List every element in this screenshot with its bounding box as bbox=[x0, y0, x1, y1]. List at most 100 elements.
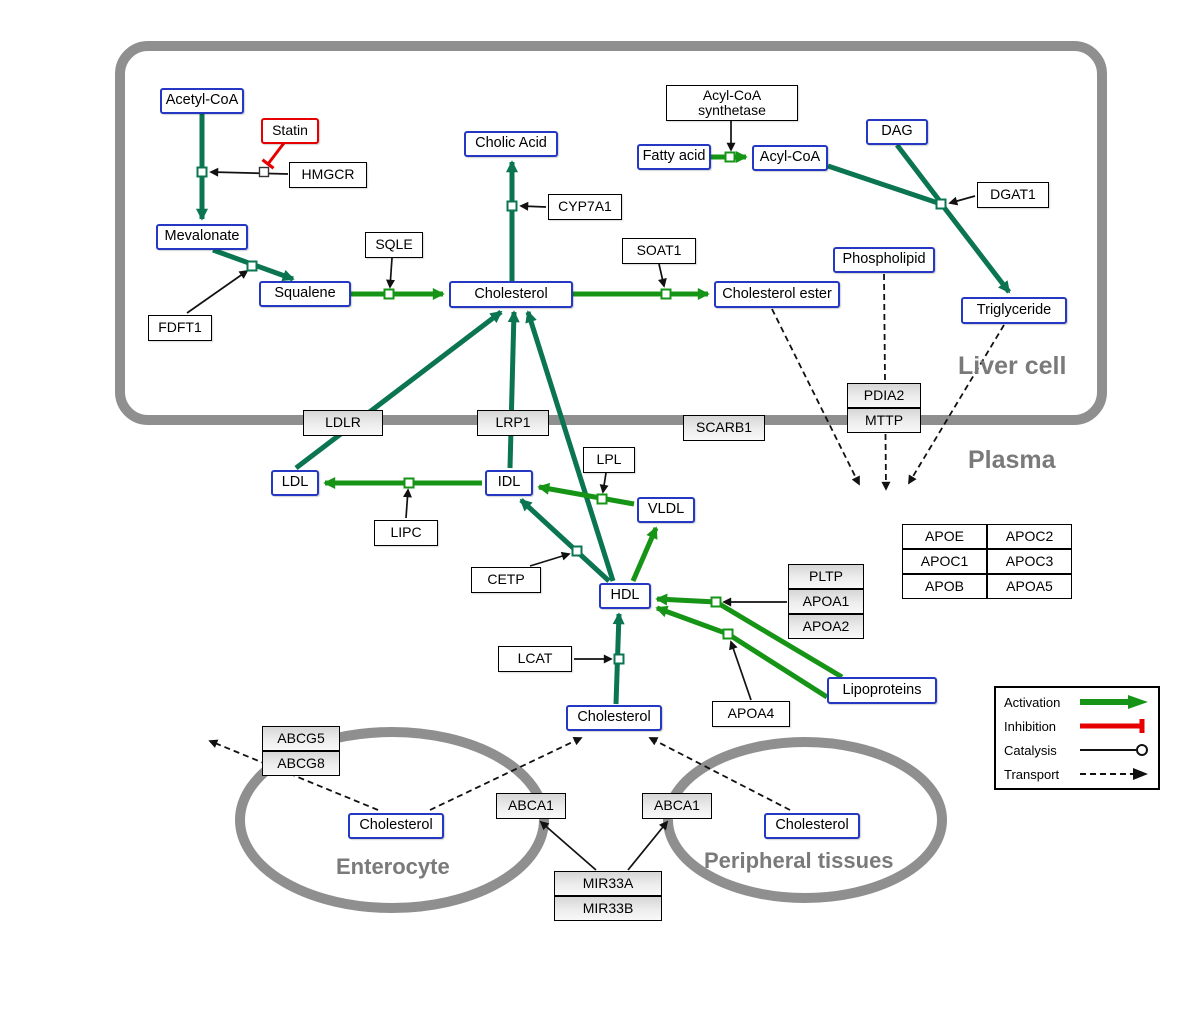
node-dgat1[interactable]: DGAT1 bbox=[977, 182, 1049, 208]
node-cholesterol-peripheral[interactable]: Cholesterol bbox=[764, 813, 860, 839]
node-scarb1[interactable]: SCARB1 bbox=[683, 415, 765, 441]
node-sqle[interactable]: SQLE bbox=[365, 232, 423, 258]
reaction-node bbox=[722, 628, 734, 640]
node-apoa1[interactable]: APOA1 bbox=[788, 589, 864, 614]
node-abca1-right[interactable]: ABCA1 bbox=[642, 793, 712, 819]
transport-edge bbox=[908, 324, 1005, 485]
catalysis-edge bbox=[948, 195, 976, 206]
node-apoa4[interactable]: APOA4 bbox=[712, 701, 790, 727]
node-squalene[interactable]: Squalene bbox=[259, 281, 351, 307]
activation-arrow-icon bbox=[1080, 695, 1148, 709]
node-hdl[interactable]: HDL bbox=[599, 583, 651, 609]
reaction-node bbox=[246, 260, 258, 272]
node-cholesterol-plasma[interactable]: Cholesterol bbox=[566, 705, 662, 731]
node-lipoproteins[interactable]: Lipoproteins bbox=[827, 677, 937, 704]
node-idl[interactable]: IDL bbox=[485, 470, 533, 496]
catalysis-edge bbox=[386, 257, 395, 289]
reaction-node bbox=[196, 166, 208, 178]
node-lrp1[interactable]: LRP1 bbox=[477, 410, 549, 436]
legend-row-catalysis: Catalysis bbox=[1004, 738, 1150, 762]
catalysis-edge bbox=[658, 263, 667, 288]
reaction-node bbox=[403, 477, 415, 489]
activation-edge bbox=[294, 310, 503, 470]
node-cholesterol-ester[interactable]: Cholesterol ester bbox=[714, 281, 840, 308]
legend-activation-label: Activation bbox=[1004, 694, 1061, 710]
activation-edge bbox=[519, 498, 611, 583]
node-ldlr[interactable]: LDLR bbox=[303, 410, 383, 436]
node-lpl[interactable]: LPL bbox=[583, 447, 635, 473]
catalysis-edge bbox=[539, 820, 597, 871]
reaction-node bbox=[660, 288, 672, 300]
node-mir33b[interactable]: MIR33B bbox=[554, 896, 662, 921]
node-cholesterol-enterocyte[interactable]: Cholesterol bbox=[348, 813, 444, 839]
legend-transport-label: Transport bbox=[1004, 766, 1060, 782]
legend-row-activation: Activation bbox=[1004, 690, 1150, 714]
catalysis-edge bbox=[519, 201, 547, 211]
node-hmgcr[interactable]: HMGCR bbox=[289, 162, 367, 188]
node-apoa5[interactable]: APOA5 bbox=[987, 574, 1072, 599]
node-apoa2[interactable]: APOA2 bbox=[788, 614, 864, 639]
node-soat1[interactable]: SOAT1 bbox=[622, 238, 696, 264]
node-phospholipid[interactable]: Phospholipid bbox=[833, 247, 935, 273]
node-cyp7a1[interactable]: CYP7A1 bbox=[548, 194, 622, 220]
node-ldl[interactable]: LDL bbox=[271, 470, 319, 496]
catalysis-edge bbox=[599, 472, 609, 494]
catalysis-edge bbox=[186, 269, 249, 314]
node-abcg5[interactable]: ABCG5 bbox=[262, 726, 340, 751]
node-abcg8[interactable]: ABCG8 bbox=[262, 751, 340, 776]
catalysis-edge bbox=[627, 820, 669, 871]
node-apoe[interactable]: APOE bbox=[902, 524, 987, 549]
catalysis-edge bbox=[529, 551, 571, 567]
reaction-node bbox=[383, 288, 395, 300]
node-apoc2[interactable]: APOC2 bbox=[987, 524, 1072, 549]
node-mttp[interactable]: MTTP bbox=[847, 408, 921, 433]
node-lcat[interactable]: LCAT bbox=[498, 646, 572, 672]
node-mevalonate[interactable]: Mevalonate bbox=[156, 224, 248, 250]
reaction-anchors bbox=[196, 151, 947, 665]
node-acyl-coa[interactable]: Acyl-CoA bbox=[752, 145, 828, 171]
inhibition-edge bbox=[261, 142, 286, 170]
legend-catalysis-label: Catalysis bbox=[1004, 742, 1057, 758]
node-fdft1[interactable]: FDFT1 bbox=[148, 315, 212, 341]
liver-cell-label: Liver cell bbox=[958, 352, 1067, 380]
node-vldl[interactable]: VLDL bbox=[637, 497, 695, 523]
activation-edge bbox=[507, 310, 520, 469]
enterocyte-membrane bbox=[235, 727, 549, 913]
node-apob[interactable]: APOB bbox=[902, 574, 987, 599]
legend-row-transport: Transport bbox=[1004, 762, 1150, 786]
node-acetyl-coa[interactable]: Acetyl-CoA bbox=[160, 88, 244, 114]
node-pdia2[interactable]: PDIA2 bbox=[847, 383, 921, 408]
transport-edge bbox=[648, 737, 791, 811]
node-cetp[interactable]: CETP bbox=[471, 567, 541, 593]
activation-edge bbox=[941, 204, 1011, 294]
plasma-label: Plasma bbox=[968, 446, 1056, 474]
node-abca1-left[interactable]: ABCA1 bbox=[496, 793, 566, 819]
reaction-node bbox=[935, 198, 947, 210]
reaction-node bbox=[710, 596, 722, 608]
node-apoc1[interactable]: APOC1 bbox=[902, 549, 987, 574]
node-fatty-acid[interactable]: Fatty acid bbox=[637, 144, 711, 170]
node-cholic-acid[interactable]: Cholic Acid bbox=[464, 131, 558, 157]
activation-edge bbox=[525, 310, 616, 582]
catalysis-circle-icon bbox=[1080, 744, 1148, 756]
enterocyte-label: Enterocyte bbox=[336, 854, 450, 879]
transport-edge bbox=[771, 308, 860, 486]
node-triglyceride[interactable]: Triglyceride bbox=[961, 297, 1067, 324]
node-apoc3[interactable]: APOC3 bbox=[987, 549, 1072, 574]
legend-inhibition-label: Inhibition bbox=[1004, 718, 1057, 734]
node-pltp[interactable]: PLTP bbox=[788, 564, 864, 589]
node-lipc[interactable]: LIPC bbox=[374, 520, 438, 546]
transport-edge bbox=[881, 273, 891, 491]
activation-edge bbox=[827, 163, 939, 206]
node-statin[interactable]: Statin bbox=[261, 118, 319, 144]
node-dag[interactable]: DAG bbox=[866, 119, 928, 145]
activation-edge bbox=[630, 526, 659, 582]
catalysis-edge bbox=[402, 488, 412, 519]
node-mir33a[interactable]: MIR33A bbox=[554, 871, 662, 896]
reaction-node bbox=[613, 653, 625, 665]
node-cholesterol-liver[interactable]: Cholesterol bbox=[449, 281, 573, 308]
legend: Activation Inhibition Catalysis Transpor… bbox=[994, 686, 1160, 790]
